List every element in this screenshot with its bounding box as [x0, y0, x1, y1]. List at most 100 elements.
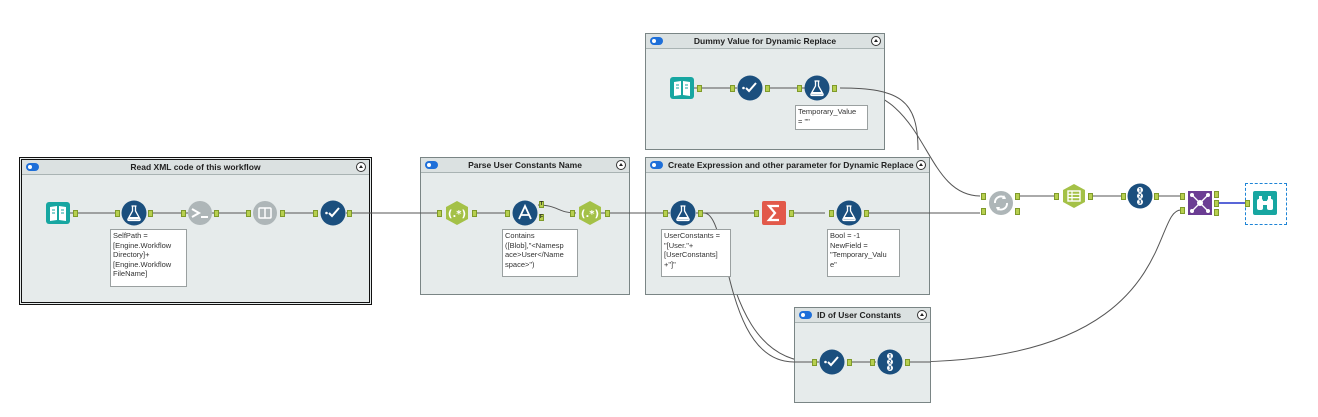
output-anchor[interactable] — [605, 210, 610, 217]
xml-parse-tool[interactable] — [187, 200, 213, 226]
container-toggle[interactable] — [650, 161, 663, 169]
container-toggle[interactable] — [26, 163, 39, 171]
collapse-icon[interactable] — [356, 162, 366, 172]
input-anchor[interactable] — [1245, 200, 1250, 207]
input-anchor[interactable] — [981, 208, 986, 215]
collapse-icon[interactable] — [871, 36, 881, 46]
join-center-out-anchor[interactable] — [1214, 200, 1219, 207]
container-title: Parse User Constants Name — [468, 160, 582, 170]
dynamic-replace-tool[interactable] — [988, 190, 1014, 216]
container-header[interactable]: ID of User Constants — [795, 308, 930, 323]
select-tool-dummy[interactable] — [737, 75, 763, 101]
svg-text:2: 2 — [888, 360, 891, 366]
output-anchor[interactable] — [1015, 208, 1020, 215]
join-right-out-anchor[interactable] — [1214, 209, 1219, 216]
summarize-tool[interactable] — [761, 200, 787, 226]
join-left-anchor[interactable] — [1180, 193, 1185, 200]
collapse-icon[interactable] — [917, 310, 927, 320]
browse-tool[interactable] — [1252, 190, 1278, 216]
container-toggle[interactable] — [650, 37, 663, 45]
true-anchor[interactable] — [539, 201, 544, 208]
output-anchor[interactable] — [765, 85, 770, 92]
output-anchor[interactable] — [832, 85, 837, 92]
annotation-text: Temporary_Value = "" — [798, 107, 857, 126]
output-anchor[interactable] — [148, 210, 153, 217]
formula-tool-user-constants[interactable] — [670, 200, 696, 226]
input-anchor[interactable] — [812, 359, 817, 366]
input-anchor[interactable] — [730, 85, 735, 92]
container-header[interactable]: Read XML code of this workflow — [22, 160, 369, 175]
join-right-anchor[interactable] — [1180, 207, 1185, 214]
false-anchor[interactable] — [539, 214, 544, 221]
svg-text:(.*): (.*) — [581, 209, 599, 220]
input-anchor[interactable] — [981, 193, 986, 200]
annotation-text: SelfPath = [Engine.Workflow Directory]+ … — [113, 231, 172, 278]
collapse-icon[interactable] — [616, 160, 626, 170]
connection[interactable] — [904, 209, 1182, 363]
svg-text:(.*): (.*) — [448, 209, 466, 220]
annotation-contains: Contains ([Blob],"<Namesp ace>User</Name… — [502, 229, 578, 277]
container-read-xml[interactable]: Read XML code of this workflow — [19, 157, 372, 305]
annotation-text: UserConstants = "[User."+ [UserConstants… — [664, 231, 721, 269]
output-anchor[interactable] — [905, 359, 910, 366]
container-toggle[interactable] — [799, 311, 812, 319]
filter-tool[interactable] — [512, 200, 538, 226]
input-anchor[interactable] — [797, 85, 802, 92]
container-id-user-constants[interactable]: ID of User Constants — [794, 307, 931, 403]
output-anchor[interactable] — [1015, 193, 1020, 200]
output-anchor[interactable] — [847, 359, 852, 366]
container-toggle[interactable] — [425, 161, 438, 169]
text-input-tool[interactable] — [669, 75, 695, 101]
container-title: Read XML code of this workflow — [130, 162, 261, 172]
annotation-text: Bool = -1 NewField = "Temporary_Valu e" — [830, 231, 887, 269]
input-anchor[interactable] — [570, 210, 575, 217]
container-title: Dummy Value for Dynamic Replace — [693, 36, 837, 46]
input-anchor[interactable] — [181, 210, 186, 217]
output-anchor[interactable] — [347, 210, 352, 217]
formula-tool[interactable] — [121, 200, 147, 226]
annotation-text: Contains ([Blob],"<Namesp ace>User</Name… — [505, 231, 564, 269]
record-id-tool[interactable]: 1 2 3 — [877, 349, 903, 375]
container-title: ID of User Constants — [817, 310, 902, 320]
join-tool[interactable] — [1187, 190, 1213, 216]
output-anchor[interactable] — [73, 210, 78, 217]
container-header[interactable]: Dummy Value for Dynamic Replace — [646, 34, 884, 49]
input-anchor[interactable] — [663, 210, 668, 217]
record-id-tool-2[interactable]: 1 2 3 — [1127, 183, 1153, 209]
text-to-columns-tool[interactable] — [252, 200, 278, 226]
select-tool[interactable] — [320, 200, 346, 226]
input-anchor[interactable] — [829, 210, 834, 217]
input-anchor[interactable] — [1054, 193, 1059, 200]
input-anchor[interactable] — [505, 210, 510, 217]
svg-text:1: 1 — [888, 354, 891, 360]
output-anchor[interactable] — [472, 210, 477, 217]
container-header[interactable]: Create Expression and other parameter fo… — [646, 158, 929, 173]
formula-tool-bool[interactable] — [836, 200, 862, 226]
output-anchor[interactable] — [789, 210, 794, 217]
output-anchor[interactable] — [697, 85, 702, 92]
collapse-icon[interactable] — [916, 160, 926, 170]
regex-tool-2[interactable]: (.*) — [577, 200, 603, 226]
join-left-out-anchor[interactable] — [1214, 191, 1219, 198]
regex-tool[interactable]: (.*) — [444, 200, 470, 226]
input-anchor[interactable] — [437, 210, 442, 217]
input-data-tool[interactable] — [45, 200, 71, 226]
input-anchor[interactable] — [870, 359, 875, 366]
annotation-user-constants: UserConstants = "[User."+ [UserConstants… — [661, 229, 731, 277]
output-anchor[interactable] — [1154, 193, 1159, 200]
crosstab-tool[interactable] — [1061, 183, 1087, 209]
output-anchor[interactable] — [214, 210, 219, 217]
output-anchor[interactable] — [698, 210, 703, 217]
output-anchor[interactable] — [280, 210, 285, 217]
input-anchor[interactable] — [1121, 193, 1126, 200]
formula-tool-dummy[interactable] — [804, 75, 830, 101]
svg-text:3: 3 — [888, 366, 891, 372]
input-anchor[interactable] — [246, 210, 251, 217]
output-anchor[interactable] — [864, 210, 869, 217]
output-anchor[interactable] — [1088, 193, 1093, 200]
input-anchor[interactable] — [313, 210, 318, 217]
input-anchor[interactable] — [115, 210, 120, 217]
container-header[interactable]: Parse User Constants Name — [421, 158, 629, 173]
input-anchor[interactable] — [754, 210, 759, 217]
select-tool-id[interactable] — [819, 349, 845, 375]
